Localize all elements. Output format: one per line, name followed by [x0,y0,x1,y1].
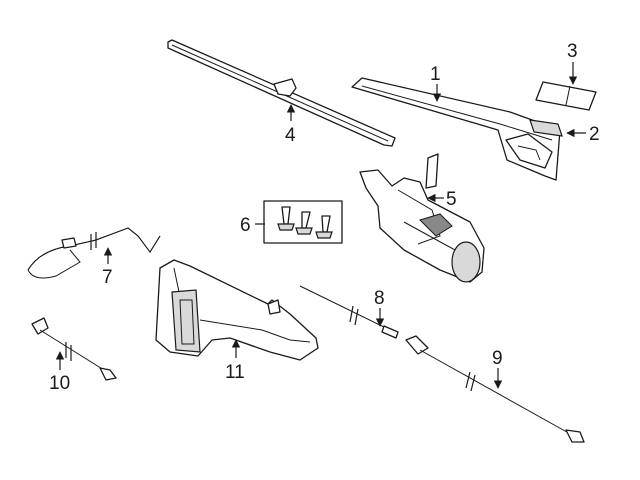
callout-4: 4 [285,125,296,146]
washer-reservoir [155,259,319,361]
callout-2: 2 [589,124,600,145]
callout-1: 1 [430,64,441,85]
callout-9: 9 [492,348,503,369]
washer-hose [27,227,161,279]
long-rod [405,335,585,443]
callout-3: 3 [567,41,578,62]
leader-lines [55,62,586,389]
wiper-motor [359,153,485,283]
callout-11: 11 [225,362,245,383]
rear-cover [351,77,561,181]
bolt-set [263,200,343,244]
callout-7: 7 [102,267,113,288]
connecting-rod [299,285,399,339]
pad [529,119,563,137]
cover-plate [535,81,597,111]
callout-6: 6 [240,215,251,236]
nozzle-hose [31,317,117,381]
callout-5: 5 [446,189,457,210]
callout-10: 10 [49,373,70,394]
wiper-blade [167,39,396,147]
callout-8: 8 [374,288,385,309]
